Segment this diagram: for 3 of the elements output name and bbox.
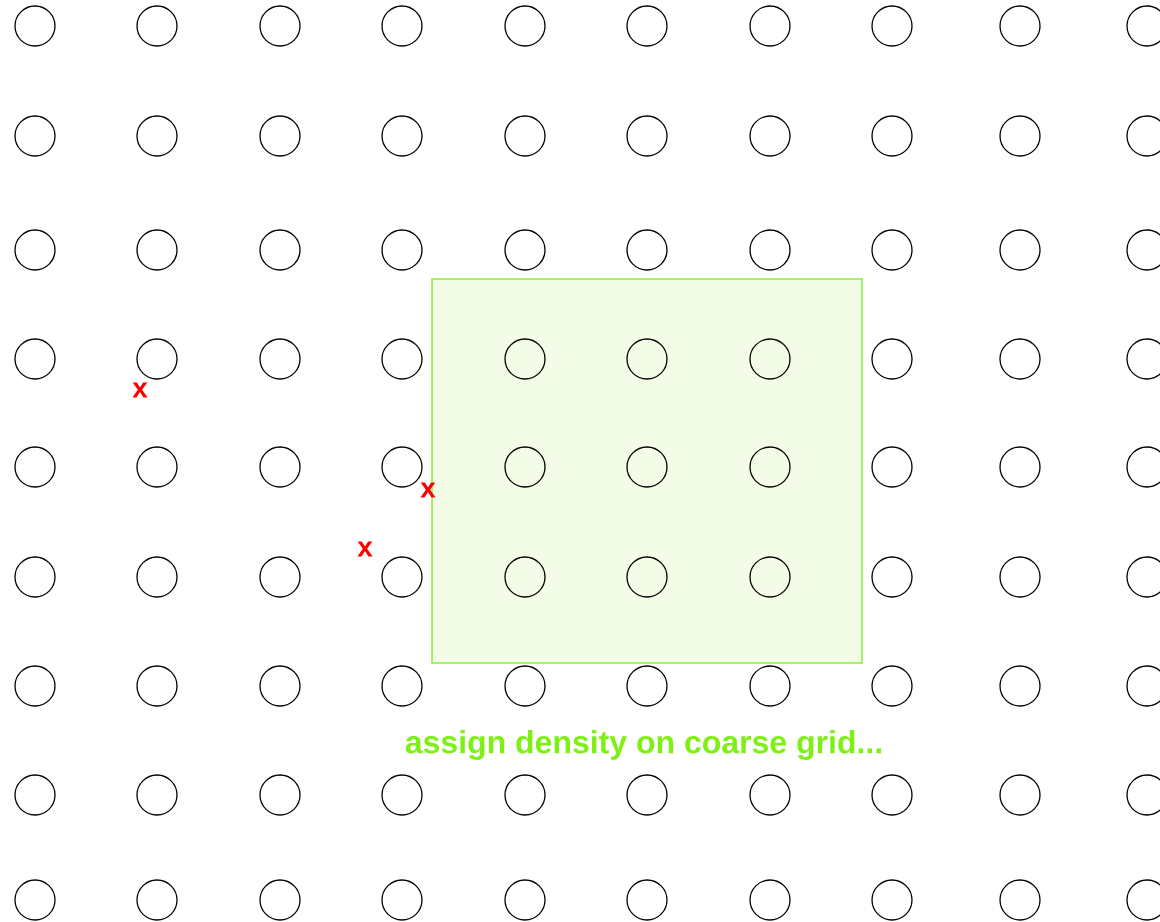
cross-mark: x: [132, 382, 148, 398]
caption-text: assign density on coarse grid...: [405, 730, 881, 760]
cross-mark: x: [357, 541, 373, 557]
